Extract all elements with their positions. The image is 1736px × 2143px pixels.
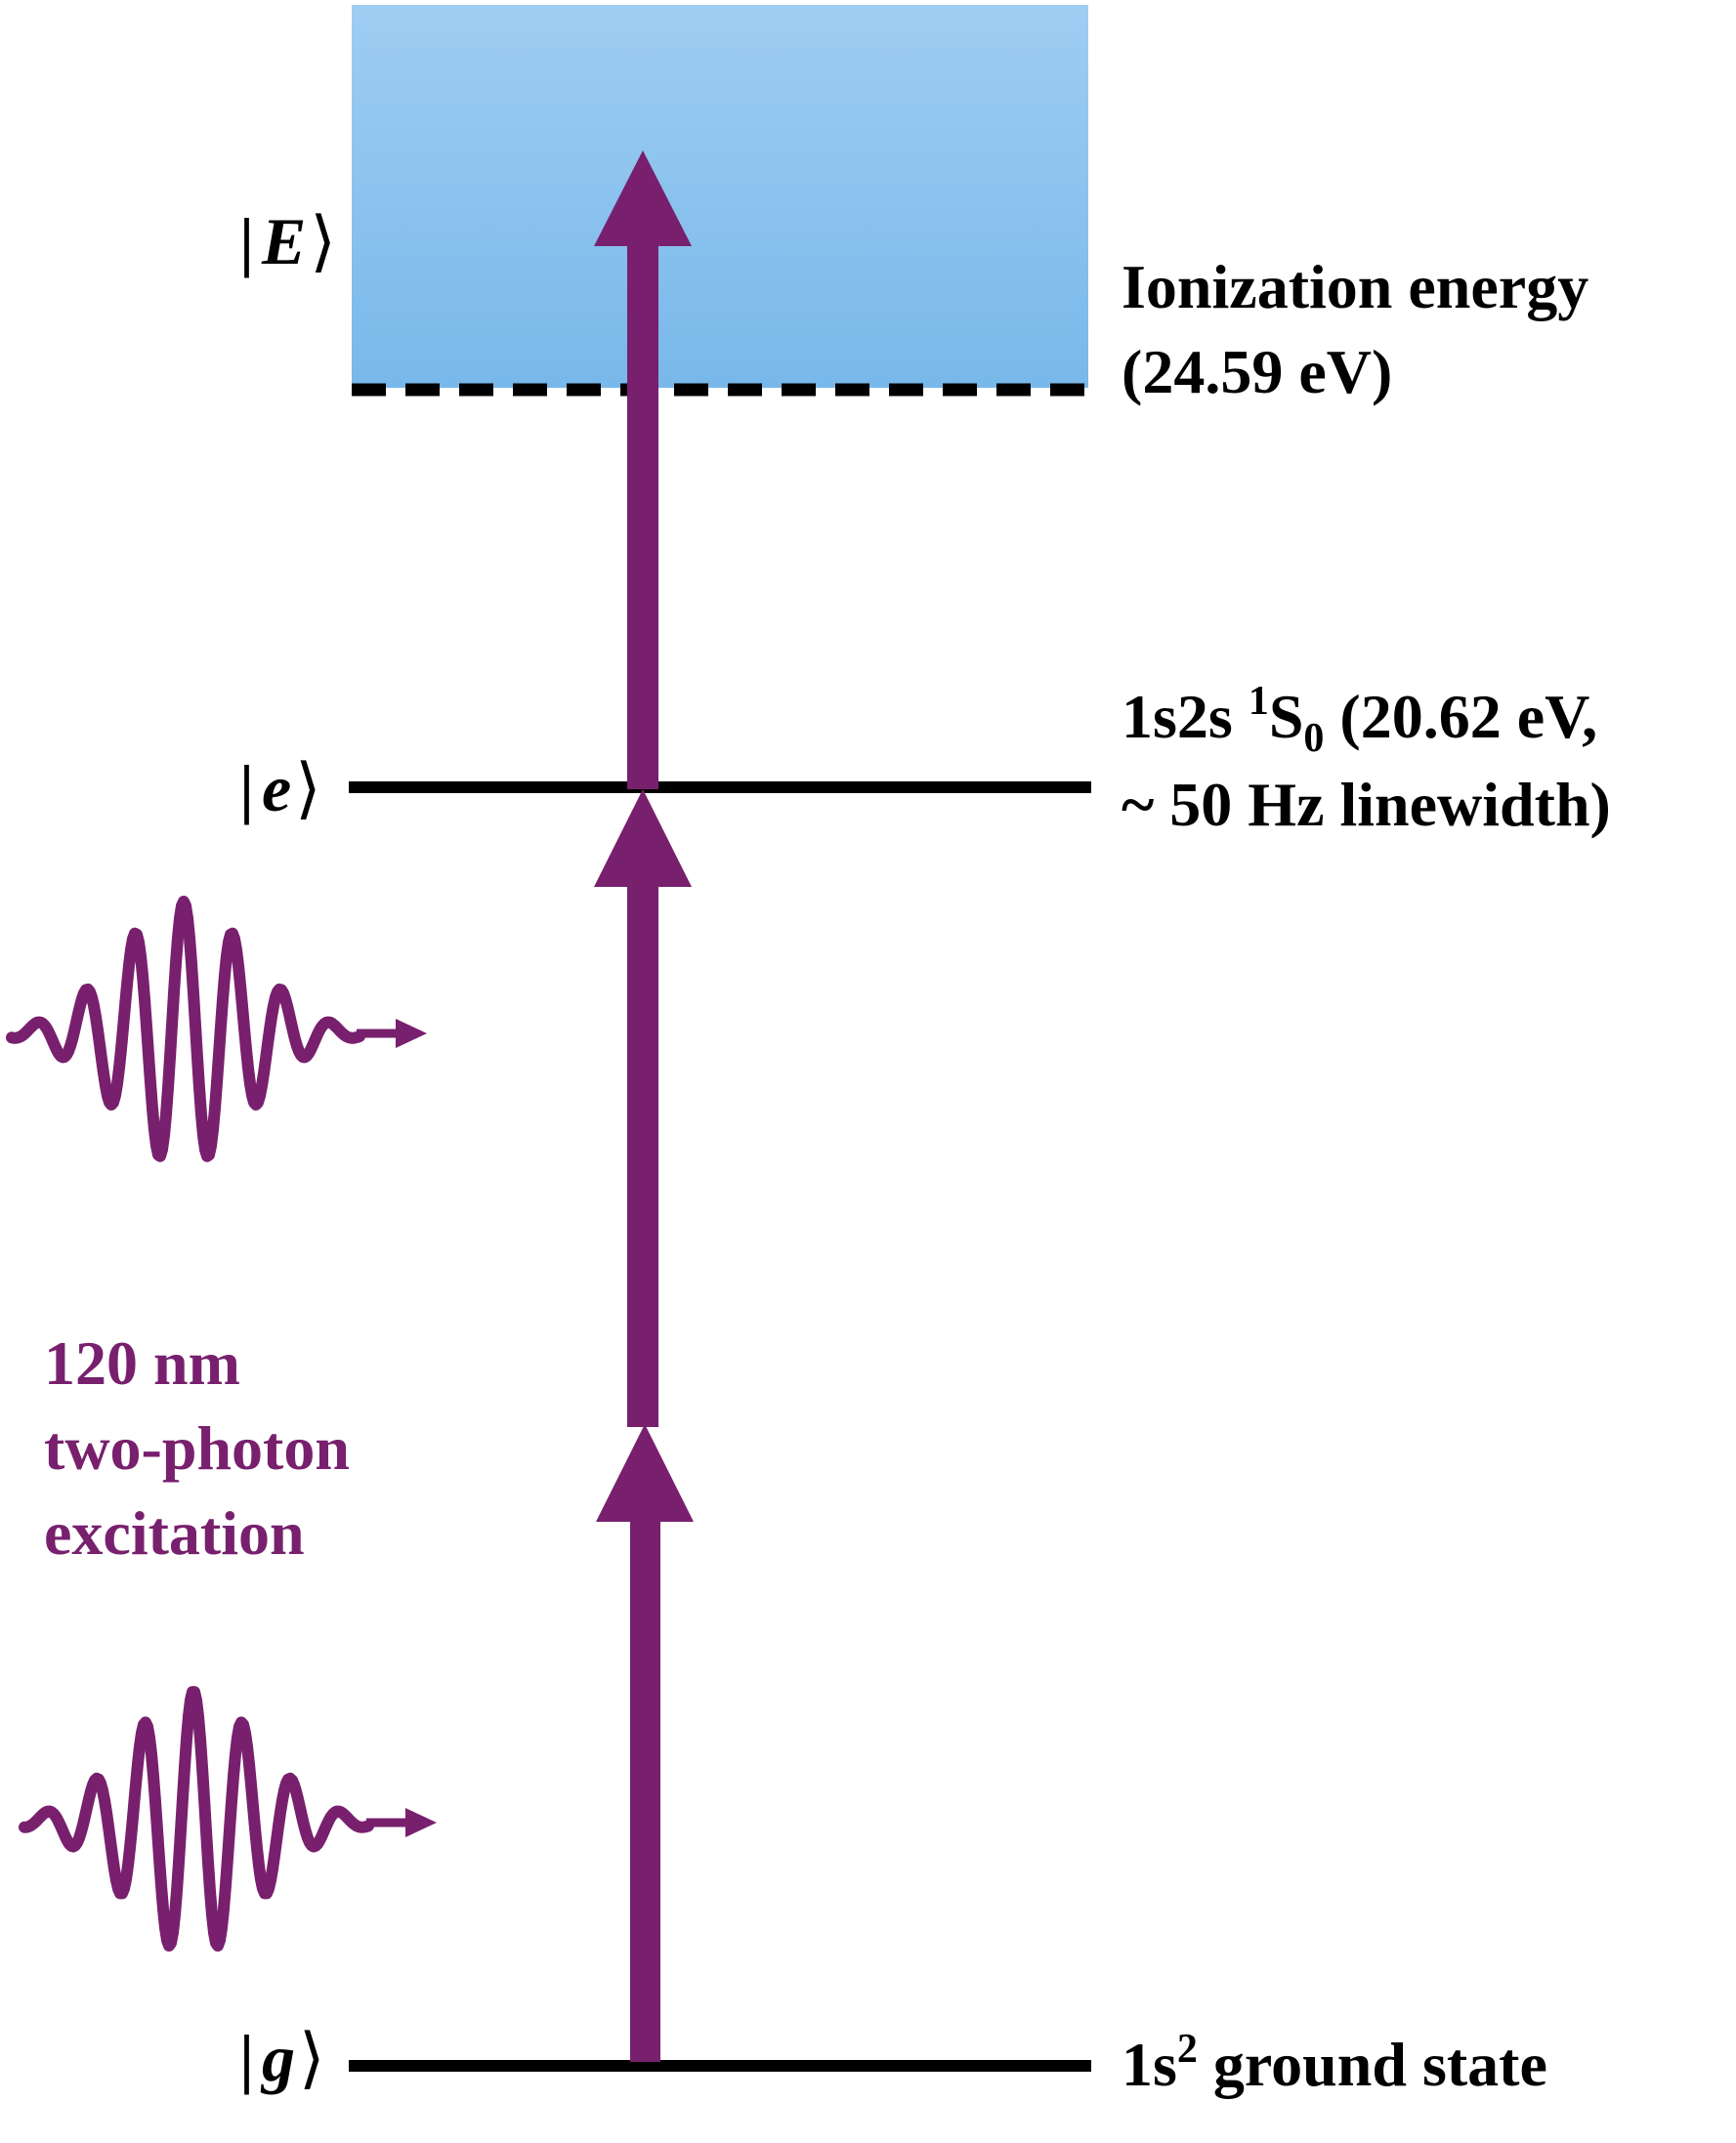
ionization-arrow-head	[594, 150, 692, 246]
ionization-continuum	[352, 5, 1088, 388]
upper-photon-arrow-shaft	[627, 877, 658, 1427]
ket-g: |g⟩	[239, 2021, 325, 2095]
photon-wave-upper	[6, 896, 365, 1162]
photon-arrow-lower-head	[405, 1808, 437, 1837]
ground-state-label: 1s2 ground state	[1122, 2027, 1547, 2099]
excitation-label-line2: two-photon	[44, 1413, 350, 1483]
photon-wave-packet-lower	[19, 1686, 437, 1952]
photon-wave-packet-upper	[6, 896, 427, 1162]
ionization-energy-value: (24.59 eV)	[1122, 337, 1392, 406]
excitation-label-line3: excitation	[44, 1498, 305, 1568]
ionization-energy-label: Ionization energy	[1122, 252, 1588, 321]
excited-state-label: 1s2s 1S0 (20.62 eV,	[1122, 679, 1597, 761]
excited-state-linewidth: ~ 50 Hz linewidth)	[1122, 770, 1611, 839]
ionization-arrow-shaft	[627, 242, 658, 789]
upper-photon-arrow-head	[594, 789, 692, 887]
photon-arrow-upper-head	[396, 1019, 427, 1048]
lower-photon-arrow-shaft	[630, 1512, 660, 2062]
photon-wave-lower	[19, 1686, 374, 1952]
ket-e: |e⟩	[239, 751, 321, 825]
lower-photon-arrow-head	[596, 1424, 694, 1522]
ket-E: |E⟩	[239, 204, 336, 278]
excitation-label-line1: 120 nm	[44, 1328, 240, 1398]
